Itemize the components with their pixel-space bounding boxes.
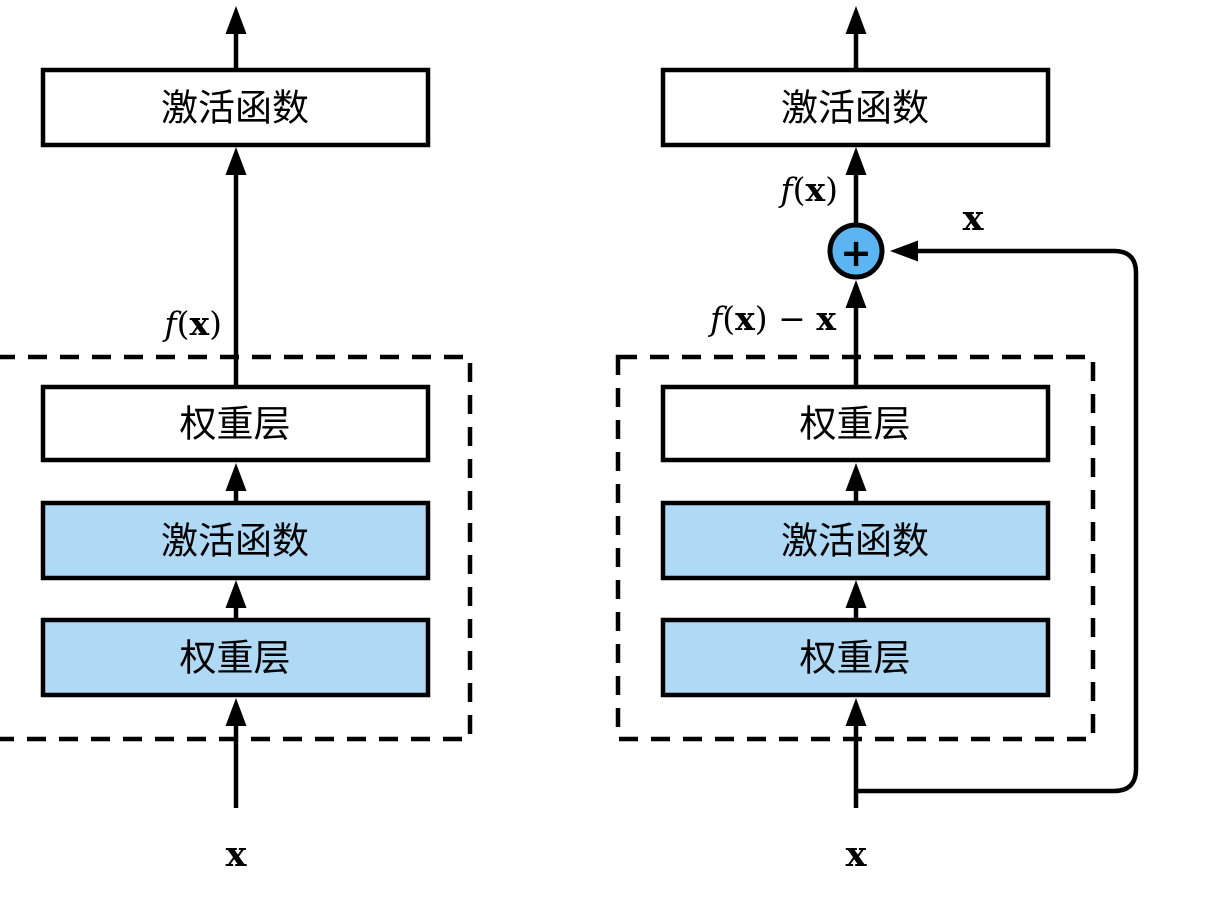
plain-weight-layer-top-label: 权重层	[180, 404, 291, 445]
residual-output-activation-label: 激活函数	[781, 88, 929, 129]
sum-node-circle	[827, 222, 885, 280]
residual-fxminusx-arrow-head-icon	[845, 280, 867, 308]
plain-activation-box	[40, 500, 431, 581]
skip-connection-arrow-head-icon	[890, 240, 918, 262]
plain-mid-arrow1-head-icon	[225, 463, 247, 491]
plain-block-dashed-container	[0, 354, 473, 742]
residual-output-activation-box	[660, 67, 1051, 148]
residual-weight-layer-top-box	[660, 384, 1051, 463]
plain-weight-layer-top-box	[40, 384, 431, 463]
fx-rparen: )	[825, 170, 838, 209]
fx-x: x	[735, 299, 755, 338]
plain-fx-label: f(x)	[161, 304, 222, 343]
fx-lparen: (	[793, 170, 806, 209]
plain-output-activation-box	[40, 67, 431, 148]
fx-x: x	[805, 170, 825, 209]
residual-fx-arrow-head-icon	[845, 147, 867, 175]
residual-output-arrow-head-icon	[845, 6, 867, 34]
residual-weight-layer-bottom-label: 权重层	[800, 638, 911, 679]
residual-weight-layer-bottom-box	[660, 617, 1051, 698]
residual-mid-arrow1-head-icon	[845, 463, 867, 491]
plain-input-x-label: x	[226, 834, 248, 875]
fx-rparen: )	[209, 304, 222, 343]
residual-activation-box	[660, 500, 1051, 581]
residual-weight-layer-top-label: 权重层	[800, 404, 911, 445]
residual-skip-x-label: x	[963, 198, 985, 239]
fx-minus: −	[768, 299, 817, 338]
plain-activation-label: 激活函数	[161, 521, 309, 562]
residual-fx-minus-x-label: f(x) − x	[707, 299, 836, 338]
residual-input-arrow-head-icon	[845, 698, 867, 726]
plain-weight-layer-bottom-box	[40, 617, 431, 698]
fx-rparen: )	[755, 299, 768, 338]
plain-fx-arrow-head-icon	[225, 147, 247, 175]
plain-output-activation-label: 激活函数	[161, 88, 309, 129]
plain-output-arrow-head-icon	[225, 6, 247, 34]
residual-activation-label: 激活函数	[781, 521, 929, 562]
fx-x2: x	[816, 299, 836, 338]
residual-input-x-label: x	[846, 834, 868, 875]
skip-connection-line	[856, 248, 1139, 794]
fx-lparen: (	[177, 304, 190, 343]
residual-block-diagram: 激活函数 权重层 激活函数 权重层 + f(x) f(x) − x x x	[615, 6, 1139, 875]
sum-node-plus-label: +	[840, 231, 872, 275]
plain-input-arrow-head-icon	[225, 698, 247, 726]
residual-mid-arrow2-head-icon	[845, 580, 867, 608]
fx-lparen: (	[722, 299, 735, 338]
residual-fx-label: f(x)	[777, 170, 838, 209]
plain-mid-arrow2-head-icon	[225, 580, 247, 608]
plain-block-diagram: 激活函数 权重层 激活函数 权重层 f(x) x	[0, 6, 473, 875]
plain-weight-layer-bottom-label: 权重层	[180, 638, 291, 679]
fx-x: x	[189, 304, 209, 343]
